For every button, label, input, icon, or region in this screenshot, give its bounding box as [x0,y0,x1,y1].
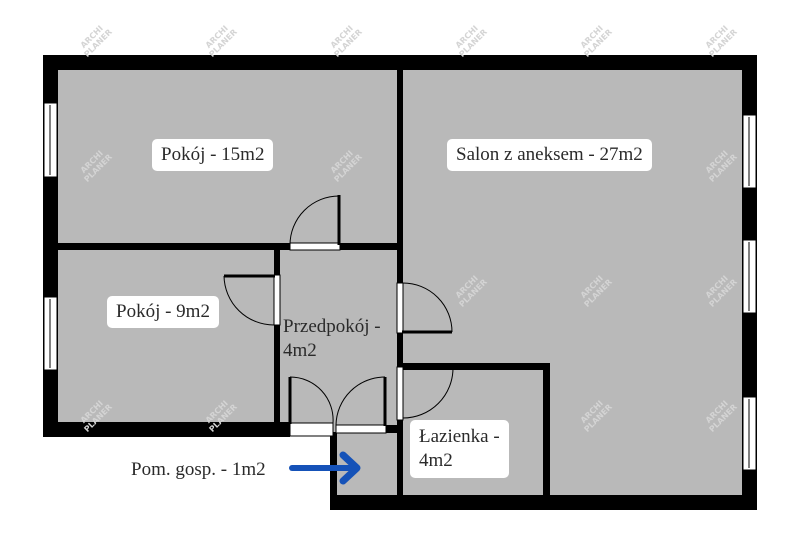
door-icon [335,376,387,434]
wall-room15-bottom-right [340,243,400,250]
doors [223,195,454,437]
room-label-line: 4m2 [419,450,453,471]
wall-room9-right-lower [274,325,280,430]
door-icon [288,376,334,437]
wall-bath-right [543,363,550,498]
room-label-line: Przedpokój - [283,316,381,337]
room-label-pokoj-9: Pokój - 9m2 [107,296,219,328]
arrow-icon [289,451,361,485]
wall-salon-left-mid [397,333,403,367]
room-label-pokoj-15: Pokój - 15m2 [152,139,274,171]
wall-hall-bottom-right [384,425,397,433]
wall-top [43,55,757,70]
windows [43,102,757,471]
door-icon [396,366,454,421]
room-label-line: 4m2 [283,340,317,361]
room-label-line: Łazienka - [419,426,500,447]
door-icon [396,282,453,334]
room-label-przedpokoj: Przedpokój - 4m2 [283,315,381,363]
wall-bottom-right [330,495,757,510]
room-label-salon: Salon z aneksem - 27m2 [447,139,652,171]
wall-salon-left-upper [397,70,403,283]
wall-bath-left-lower [397,420,403,500]
wall-room9-right-upper [274,250,280,275]
wall-hall-bottom [280,422,290,437]
wall-bottom-left [43,422,290,437]
wall-room15-bottom [58,243,290,250]
room-label-pom-gosp: Pom. gosp. - 1m2 [131,459,266,480]
room-label-lazienka: Łazienka - 4m2 [410,420,509,478]
door-icon [223,274,281,326]
wall-bath-top [400,363,550,370]
door-icon [289,195,341,251]
